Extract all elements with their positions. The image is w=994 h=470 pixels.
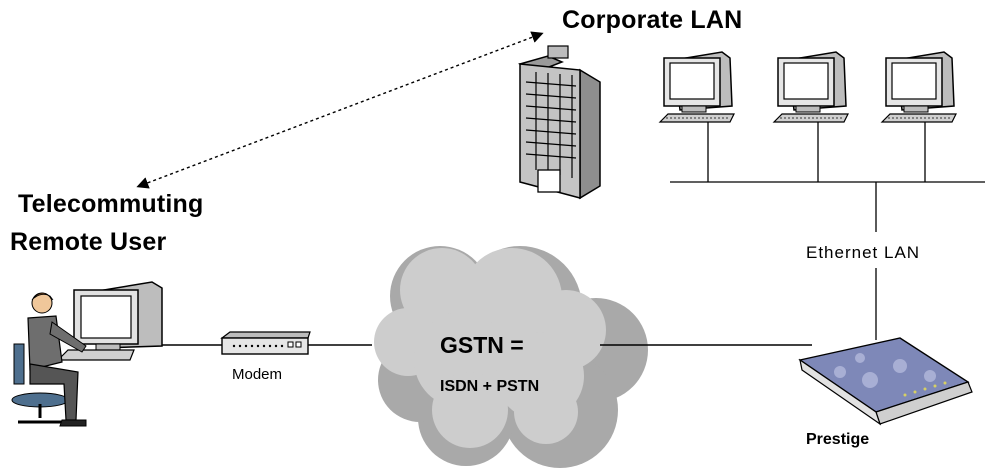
remote-user-icon [11, 281, 163, 427]
lan-bus [670, 122, 985, 340]
ethernet-lan-label: Ethernet LAN [804, 243, 923, 263]
modem-icon [220, 331, 311, 355]
prestige-label: Prestige [806, 431, 870, 448]
cloud-icon [374, 246, 648, 468]
router-icon [798, 337, 973, 426]
remote-user-label-line1: Telecommuting [18, 190, 204, 218]
corporate-lan-label: Corporate LAN [562, 6, 743, 34]
remote-user-label-line2: Remote User [10, 228, 167, 256]
computer-icon [881, 51, 957, 123]
isdn-pstn-label: ISDN + PSTN [440, 378, 540, 395]
gstn-label: GSTN = [440, 332, 524, 358]
modem-label: Modem [232, 366, 283, 383]
remote-access-arrow [136, 31, 544, 189]
computer-icon [773, 51, 849, 123]
office-building-icon [517, 45, 601, 200]
computer-icon [659, 51, 735, 123]
